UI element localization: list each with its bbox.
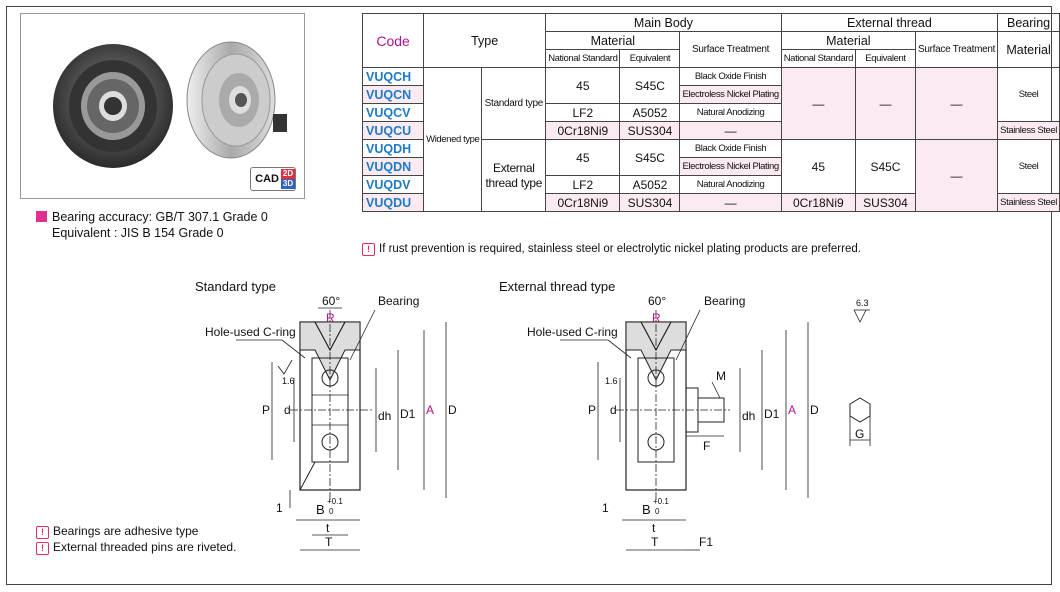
tol-upper-ext: +0.1 [653,497,669,506]
code-cell[interactable]: VUQDV [361,175,425,194]
dim-T: T [325,535,333,549]
rust-note: ! If rust prevention is required, stainle… [362,243,861,256]
radius-label: R [326,311,335,325]
rust-note-text: If rust prevention is required, stainles… [379,243,861,255]
dim-F1: F1 [699,535,713,549]
dim-d-ext: d [610,403,617,417]
ext-national: 0Cr18Ni9 [780,193,856,212]
dim-T-ext: T [651,535,659,549]
dim-1: 1 [276,501,283,515]
warning-icon: ! [362,243,375,256]
roughness-63: 6.3 [856,298,869,308]
col-external-thread: External thread [780,13,999,32]
dim-dh: dh [378,409,391,423]
note-adhesive: Bearings are adhesive type [53,524,199,538]
radius-label-ext: R [652,311,661,325]
warning-icon: ! [36,526,49,539]
warning-icon: ! [36,542,49,555]
mat-equivalent: S45C [619,67,681,104]
mat-national: LF2 [545,103,621,122]
ext-equivalent: S45C [854,139,916,194]
tol-lower: 0 [329,507,334,516]
dim-D: D [448,403,457,417]
bearing-callout: Bearing [378,294,419,308]
tol-upper: +0.1 [327,497,343,506]
dim-B: B [316,502,325,517]
ext-surface: — [914,139,999,212]
dim-t: t [326,521,330,535]
ext-equivalent: SUS304 [854,193,916,212]
tol-lower-ext: 0 [655,507,660,516]
mat-equivalent: SUS304 [619,121,681,140]
ext-national: 45 [780,139,856,194]
dim-D-ext: D [810,403,819,417]
external-drawing [560,309,871,551]
col-bearing: Bearing [997,13,1060,32]
wheel-image [53,41,287,168]
mat-national: 0Cr18Ni9 [545,121,621,140]
dim-F: F [703,439,710,453]
dim-G: G [855,427,864,441]
dim-t-ext: t [652,521,656,535]
ext-surface: — [914,67,999,140]
col-surface: Surface Treatment [679,31,782,68]
col-code: Code [361,13,425,68]
cad-label: CAD [255,173,279,185]
dim-A: A [426,403,434,417]
code-cell[interactable]: VUQCN [361,85,425,104]
bearing-steel: Steel [997,67,1060,122]
col-bearing-material: Material [997,31,1060,68]
page-frame [6,6,1052,585]
roughness-label: 1.6 [282,376,295,386]
bullet-icon [36,211,47,222]
mat-national: 45 [545,67,621,104]
dim-D1: D1 [400,407,416,421]
roughness-label-ext: 1.6 [605,376,618,386]
dim-dh-ext: dh [742,409,755,423]
cad-2d: 2D [281,169,295,179]
mat-equivalent: A5052 [619,175,681,194]
dim-P-ext: P [588,403,596,417]
cad-3d: 3D [281,179,295,189]
angle-label: 60° [322,294,340,308]
accuracy-line1: Bearing accuracy: GB/T 307.1 Grade 0 [52,210,268,224]
dim-1-ext: 1 [602,501,609,515]
accuracy-line2: Equivalent : JIS B 154 Grade 0 [52,226,224,240]
mat-national: 0Cr18Ni9 [545,193,621,212]
spec-table: Code Type Main Body External thread Bear… [361,13,1060,212]
mat-national: 45 [545,139,621,176]
dim-B-ext: B [642,502,651,517]
note-riveted: External threaded pins are riveted. [53,540,237,554]
code-cell[interactable]: VUQCV [361,103,425,122]
standard-type-title: Standard type [195,279,276,294]
dim-M: M [716,369,726,383]
cring-callout: Hole-used C-ring [205,325,296,339]
external-thread-type: External thread type [481,139,547,212]
bearing-stainless: Stainless Steel [997,193,1060,212]
standard-drawing [236,307,447,551]
col-surface-ext: Surface Treatment [914,31,999,68]
ext-equivalent: — [854,67,916,140]
dim-P: P [262,403,270,417]
ext-national: — [780,67,856,140]
col-type: Type [423,13,547,68]
dim-d: d [284,403,291,417]
bearing-accuracy: Bearing accuracy: GB/T 307.1 Grade 0 Equ… [36,209,268,241]
widened-type: Widened type [423,67,483,212]
external-type-title: External thread type [499,279,616,294]
bottom-notes: ! Bearings are adhesive type ! External th… [36,523,236,555]
code-cell[interactable]: VUQDU [361,193,425,212]
cring-callout-ext: Hole-used C-ring [527,325,618,339]
bearing-callout-ext: Bearing [704,294,745,308]
col-material-ext: Material [780,31,916,50]
standard-type: Standard type [481,67,547,140]
mat-equivalent: SUS304 [619,193,681,212]
dim-D1-ext: D1 [764,407,780,421]
code-cell[interactable]: VUQCU [361,121,425,140]
angle-label-ext: 60° [648,294,666,308]
dim-A-ext: A [788,403,796,417]
